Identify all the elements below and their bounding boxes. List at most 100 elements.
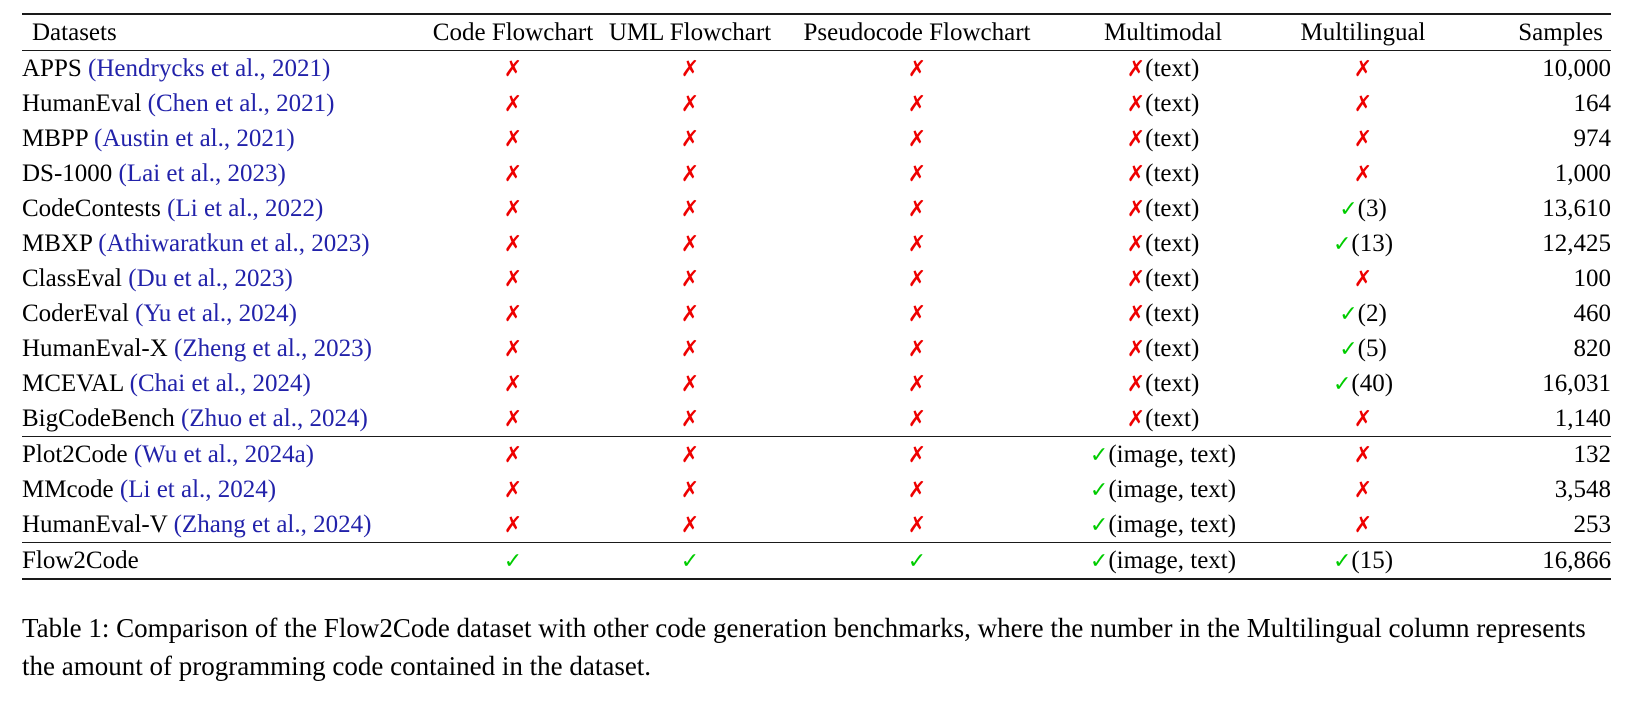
pseudocode-flowchart-cell: ✗ (781, 86, 1053, 121)
dataset-citation: (Athiwaratkun et al., 2023) (98, 230, 370, 257)
dataset-name: BigCodeBench (22, 405, 175, 432)
table-row: MMcode (Li et al., 2024)✗✗✗✓(image, text… (22, 472, 1611, 507)
multimodal-mark: ✗ (1126, 337, 1146, 362)
column-header-samples: Samples (1453, 13, 1611, 51)
code-flowchart-mark: ✗ (503, 478, 523, 503)
uml-flowchart-cell: ✗ (599, 331, 781, 366)
multilingual-mark: ✓ (1339, 302, 1358, 327)
dataset-name: CoderEval (22, 300, 129, 327)
pseudocode-flowchart-mark: ✗ (907, 197, 927, 222)
multimodal-note: (text) (1145, 160, 1200, 187)
multimodal-cell: ✓(image, text) (1053, 507, 1273, 543)
pseudocode-flowchart-mark: ✗ (907, 372, 927, 397)
multilingual-mark: ✗ (1353, 478, 1373, 503)
table-row: HumanEval (Chen et al., 2021)✗✗✗✗(text)✗… (22, 86, 1611, 121)
multimodal-mark: ✗ (1126, 127, 1146, 152)
code-flowchart-cell: ✗ (427, 226, 599, 261)
table-row: Plot2Code (Wu et al., 2024a)✗✗✗✓(image, … (22, 436, 1611, 472)
uml-flowchart-mark: ✗ (680, 513, 700, 538)
samples-cell: 460 (1573, 300, 1612, 327)
code-flowchart-mark: ✗ (503, 162, 523, 187)
dataset-name: Flow2Code (22, 547, 139, 574)
uml-flowchart-mark: ✗ (680, 443, 700, 468)
column-header-pseudocode-flowchart: Pseudocode Flowchart (781, 13, 1053, 51)
code-flowchart-mark: ✓ (503, 549, 523, 574)
samples-cell: 100 (1573, 265, 1612, 292)
dataset-name-cell: MBXP (Athiwaratkun et al., 2023) (22, 226, 427, 261)
pseudocode-flowchart-cell: ✗ (781, 261, 1053, 296)
column-header-datasets: Datasets (22, 13, 427, 51)
uml-flowchart-mark: ✗ (680, 372, 700, 397)
uml-flowchart-mark: ✓ (680, 549, 700, 574)
multilingual-cell: ✗ (1273, 436, 1453, 472)
multimodal-mark: ✗ (1126, 197, 1146, 222)
uml-flowchart-cell: ✗ (599, 366, 781, 401)
uml-flowchart-cell: ✗ (599, 156, 781, 191)
uml-flowchart-mark: ✗ (680, 337, 700, 362)
multilingual-cell: ✗ (1273, 86, 1453, 121)
multilingual-cell: ✗ (1273, 261, 1453, 296)
multilingual-mark: ✗ (1353, 267, 1373, 292)
column-header-code-flowchart: Code Flowchart (427, 13, 599, 51)
uml-flowchart-cell: ✗ (599, 436, 781, 472)
code-flowchart-mark: ✗ (503, 57, 523, 82)
multilingual-mark: ✗ (1353, 443, 1373, 468)
comparison-table: Datasets Code Flowchart UML Flowchart Ps… (22, 13, 1611, 580)
multimodal-note: (image, text) (1108, 476, 1237, 503)
pseudocode-flowchart-mark: ✗ (907, 92, 927, 117)
pseudocode-flowchart-mark: ✗ (907, 443, 927, 468)
multimodal-mark: ✗ (1126, 372, 1146, 397)
samples-cell: 1,000 (1554, 160, 1611, 187)
dataset-citation: (Wu et al., 2024a) (133, 441, 315, 468)
multilingual-cell: ✓(3) (1273, 191, 1453, 226)
dataset-name-cell: MCEVAL (Chai et al., 2024) (22, 366, 427, 401)
code-flowchart-cell: ✗ (427, 51, 599, 87)
code-flowchart-cell: ✗ (427, 472, 599, 507)
pseudocode-flowchart-cell: ✗ (781, 51, 1053, 87)
dataset-name: APPS (22, 55, 82, 82)
samples-cell: 132 (1453, 436, 1611, 472)
multimodal-cell: ✗(text) (1053, 366, 1273, 401)
code-flowchart-cell: ✗ (427, 261, 599, 296)
dataset-citation: (Chen et al., 2021) (147, 90, 335, 117)
table-row: ClassEval (Du et al., 2023)✗✗✗✗(text)✗10… (22, 261, 1611, 296)
dataset-name: MBXP (22, 230, 92, 257)
multilingual-cell: ✓(5) (1273, 331, 1453, 366)
pseudocode-flowchart-cell: ✗ (781, 507, 1053, 543)
code-flowchart-cell: ✗ (427, 296, 599, 331)
dataset-name-cell: DS-1000 (Lai et al., 2023) (22, 156, 427, 191)
header-row: Datasets Code Flowchart UML Flowchart Ps… (22, 13, 1611, 51)
dataset-name: ClassEval (22, 265, 122, 292)
dataset-citation: (Lai et al., 2023) (118, 160, 286, 187)
table-header: Datasets Code Flowchart UML Flowchart Ps… (22, 13, 1611, 51)
code-flowchart-mark: ✗ (503, 513, 523, 538)
uml-flowchart-cell: ✗ (599, 191, 781, 226)
dataset-citation: (Du et al., 2023) (128, 265, 293, 292)
multimodal-mark: ✗ (1126, 267, 1146, 292)
dataset-citation: (Zhuo et al., 2024) (181, 405, 368, 432)
column-header-multilingual: Multilingual (1273, 13, 1453, 51)
samples-cell: 13,610 (1542, 195, 1611, 222)
multimodal-cell: ✓(image, text) (1053, 542, 1273, 580)
code-flowchart-cell: ✗ (427, 156, 599, 191)
table-row: DS-1000 (Lai et al., 2023)✗✗✗✗(text)✗1,0… (22, 156, 1611, 191)
table-figure-page: Datasets Code Flowchart UML Flowchart Ps… (0, 13, 1633, 705)
dataset-name: HumanEval-X (22, 335, 168, 362)
multimodal-mark: ✗ (1126, 162, 1146, 187)
multimodal-cell: ✓(image, text) (1053, 472, 1273, 507)
multilingual-cell: ✓(13) (1273, 226, 1453, 261)
dataset-name: DS-1000 (22, 160, 113, 187)
multimodal-cell: ✗(text) (1053, 121, 1273, 156)
multilingual-cell: ✗ (1273, 507, 1453, 543)
multimodal-cell: ✗(text) (1053, 261, 1273, 296)
pseudocode-flowchart-mark: ✗ (907, 127, 927, 152)
multilingual-note: (3) (1357, 195, 1387, 222)
uml-flowchart-mark: ✗ (680, 302, 700, 327)
dataset-name-cell: HumanEval-X (Zheng et al., 2023) (22, 331, 427, 366)
multimodal-mark: ✗ (1126, 302, 1146, 327)
uml-flowchart-mark: ✗ (680, 478, 700, 503)
pseudocode-flowchart-mark: ✗ (907, 232, 927, 257)
samples-cell: 3,548 (1554, 476, 1611, 503)
multimodal-note: (text) (1145, 195, 1200, 222)
pseudocode-flowchart-cell: ✗ (781, 436, 1053, 472)
